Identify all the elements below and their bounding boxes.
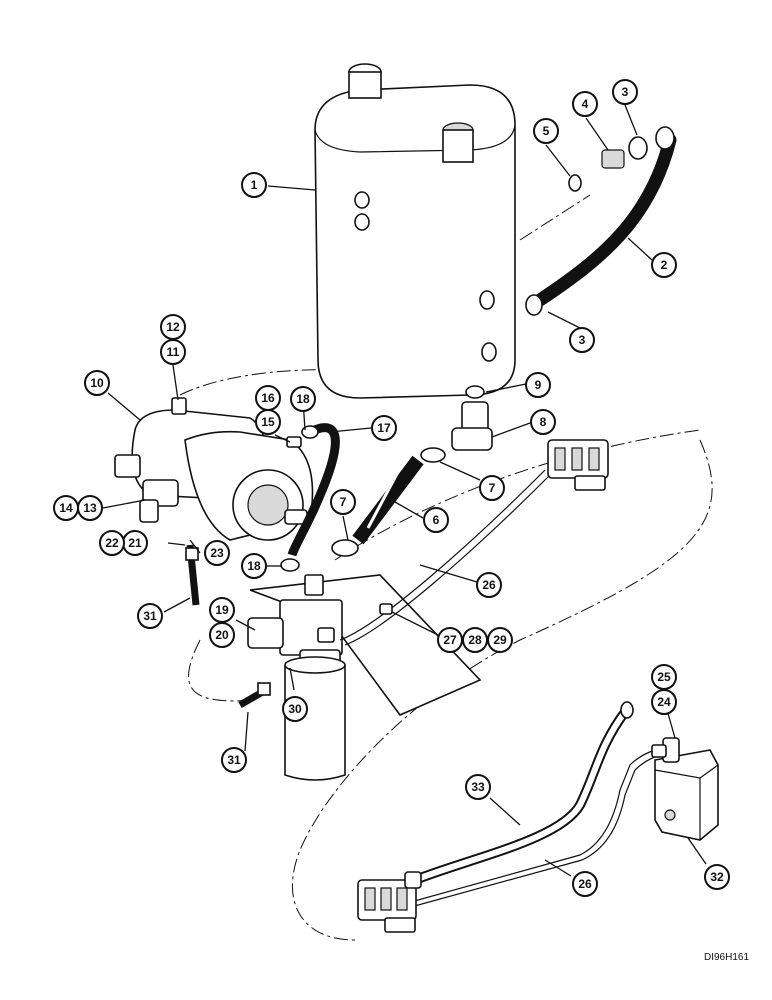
callout-13: 13 <box>77 495 103 521</box>
callout-29: 29 <box>487 627 513 653</box>
callout-label: 31 <box>143 609 157 623</box>
callout-label: 4 <box>582 97 589 111</box>
callout-label: 19 <box>215 603 229 617</box>
callout-label: 12 <box>166 320 180 334</box>
callout-7-left: 7 <box>330 489 356 515</box>
callout-6: 6 <box>423 507 449 533</box>
callout-16: 16 <box>255 385 281 411</box>
callout-32: 32 <box>704 864 730 890</box>
callout-label: 13 <box>83 501 97 515</box>
suction-hose <box>331 447 446 557</box>
callout-23: 23 <box>204 540 230 566</box>
callout-20: 20 <box>209 622 235 648</box>
pressure-hose <box>280 423 340 572</box>
callout-5: 5 <box>533 118 559 144</box>
callout-label: 18 <box>247 559 261 573</box>
callout-label: 28 <box>468 633 482 647</box>
callout-label: 11 <box>167 345 180 359</box>
callout-label: 15 <box>261 415 275 429</box>
pump-motor-assembly <box>114 397 314 541</box>
callout-17: 17 <box>371 415 397 441</box>
callout-label: 30 <box>288 702 302 716</box>
callout-33: 33 <box>465 774 491 800</box>
callout-7-right: 7 <box>479 475 505 501</box>
callout-label: 25 <box>657 670 671 684</box>
callout-label: 16 <box>261 391 275 405</box>
callout-label: 17 <box>377 421 391 435</box>
callout-label: 26 <box>578 877 592 891</box>
callout-18-top: 18 <box>290 386 316 412</box>
callout-26-bottom: 26 <box>572 871 598 897</box>
callout-label: 8 <box>540 415 547 429</box>
callout-12: 12 <box>160 314 186 340</box>
callout-label: 24 <box>657 695 671 709</box>
callout-label: 22 <box>105 536 119 550</box>
callout-label: 33 <box>471 780 485 794</box>
callout-30: 30 <box>282 696 308 722</box>
callout-15: 15 <box>255 409 281 435</box>
drain-hose <box>185 544 271 709</box>
callout-label: 14 <box>59 501 73 515</box>
callout-28: 28 <box>462 627 488 653</box>
callout-26-top: 26 <box>476 572 502 598</box>
callout-11: 11 <box>160 339 186 365</box>
quick-coupler-upper <box>547 439 609 491</box>
hydraulic-lines <box>339 469 661 911</box>
callout-label: 23 <box>210 546 224 560</box>
callout-14: 14 <box>53 495 79 521</box>
callout-label: 32 <box>710 870 724 884</box>
callout-24: 24 <box>651 689 677 715</box>
callout-4: 4 <box>572 91 598 117</box>
control-valve <box>651 737 719 841</box>
callout-label: 21 <box>128 536 142 550</box>
callout-label: 31 <box>227 753 241 767</box>
callout-21: 21 <box>122 530 148 556</box>
callout-3-top: 3 <box>612 79 638 105</box>
callout-label: 10 <box>90 376 104 390</box>
callout-label: 26 <box>482 578 496 592</box>
callout-label: 6 <box>433 513 440 527</box>
drawing-id: DI96H161 <box>704 952 749 963</box>
return-hose-assembly <box>525 126 677 316</box>
valve-block-filter <box>247 574 482 781</box>
suction-elbow <box>451 385 493 451</box>
callout-31-bottom: 31 <box>221 747 247 773</box>
callout-label: 5 <box>543 124 550 138</box>
callout-27: 27 <box>437 627 463 653</box>
callout-18-bottom: 18 <box>241 553 267 579</box>
callout-2: 2 <box>651 252 677 278</box>
callout-label: 9 <box>535 378 542 392</box>
callout-label: 7 <box>489 481 496 495</box>
callout-10: 10 <box>84 370 110 396</box>
callout-22: 22 <box>99 530 125 556</box>
callout-3-bottom: 3 <box>569 327 595 353</box>
quick-coupler-lower <box>357 879 417 933</box>
callout-label: 27 <box>443 633 457 647</box>
callout-1: 1 <box>241 172 267 198</box>
hose-33 <box>404 701 634 889</box>
callout-label: 18 <box>296 392 310 406</box>
callout-25: 25 <box>651 664 677 690</box>
callout-9: 9 <box>525 372 551 398</box>
hydraulic-reservoir <box>314 63 516 399</box>
callout-label: 20 <box>215 628 229 642</box>
callout-label: 3 <box>579 333 586 347</box>
callout-label: 3 <box>622 85 629 99</box>
callout-19: 19 <box>209 597 235 623</box>
callout-31-top: 31 <box>137 603 163 629</box>
callout-8: 8 <box>530 409 556 435</box>
callout-label: 2 <box>661 258 668 272</box>
callout-label: 7 <box>340 495 347 509</box>
callout-label: 1 <box>251 178 258 192</box>
callout-label: 29 <box>493 633 507 647</box>
